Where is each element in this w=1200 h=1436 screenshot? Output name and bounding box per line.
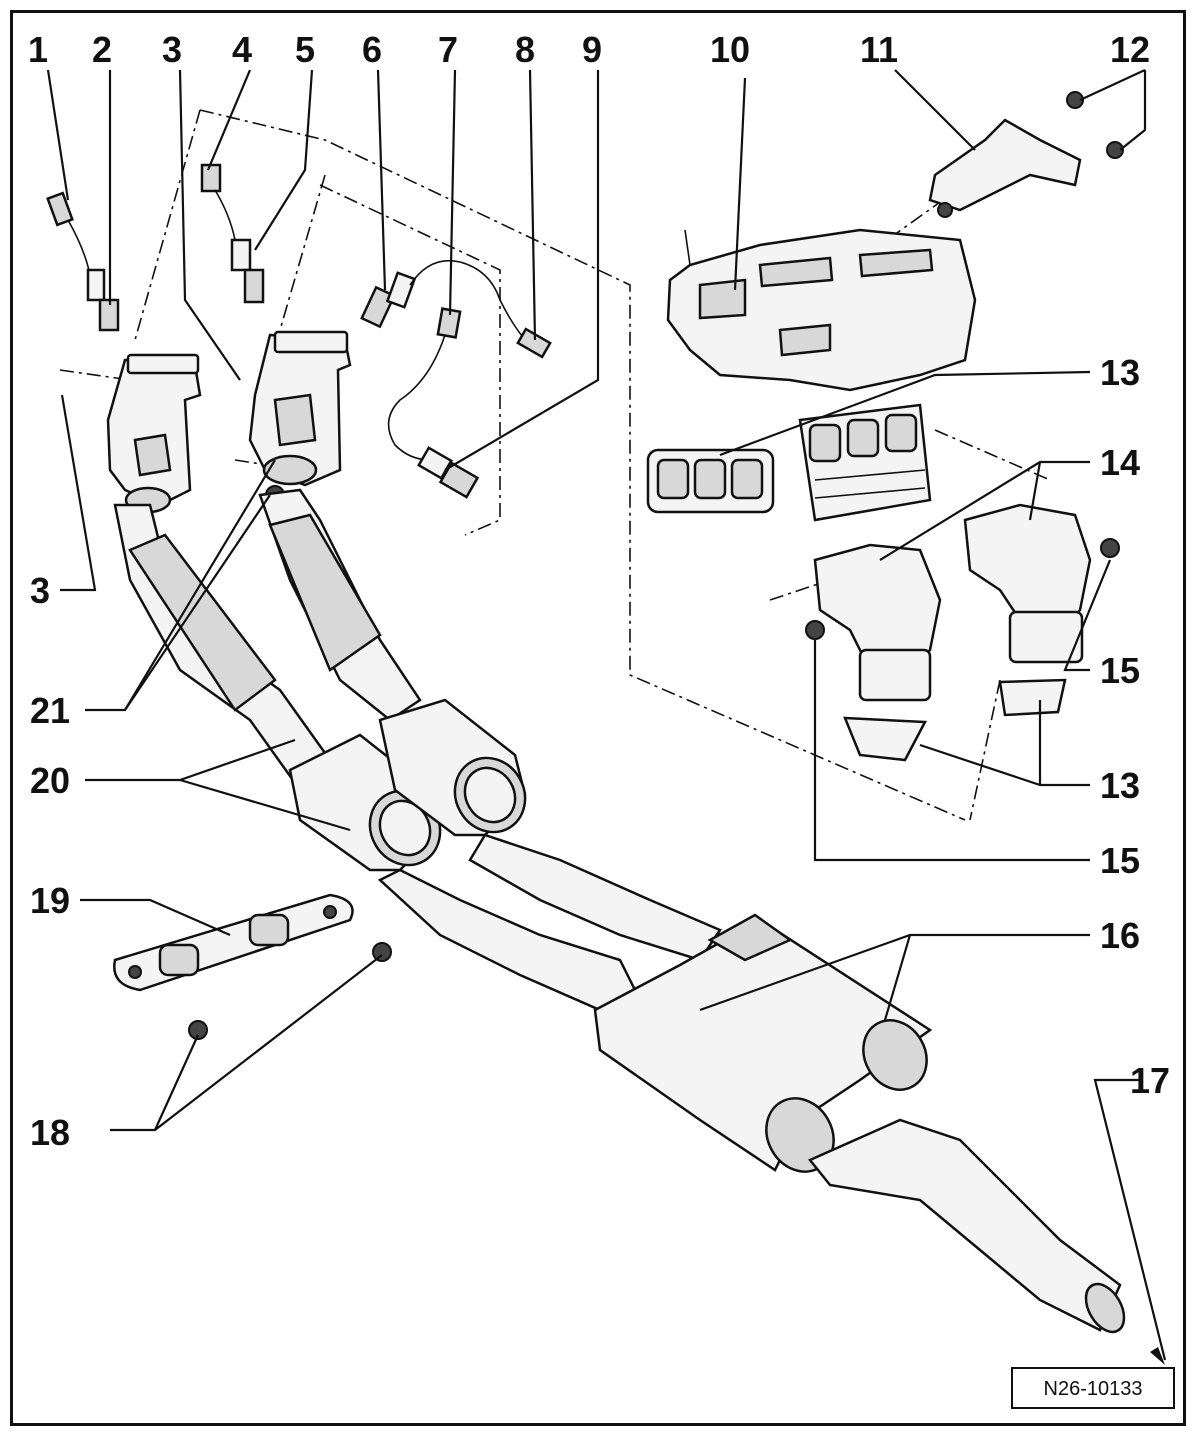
callout-3-top: 3 bbox=[162, 29, 182, 70]
heat-shield bbox=[666, 228, 977, 392]
figure-reference-box: N26-10133 bbox=[1011, 1367, 1175, 1409]
oxygen-sensor-right-front bbox=[200, 163, 265, 304]
leader-lines bbox=[46, 69, 1167, 1365]
oxygen-sensor-rear-upper bbox=[360, 260, 552, 359]
figure-reference-label: N26-10133 bbox=[1044, 1378, 1143, 1400]
callout-19: 19 bbox=[30, 880, 70, 921]
callout-17: 17 bbox=[1130, 1060, 1170, 1101]
front-pipe-right bbox=[258, 488, 422, 722]
manifold-gasket-right bbox=[798, 403, 932, 522]
callout-12: 12 bbox=[1110, 29, 1150, 70]
oxygen-sensor-left-front bbox=[46, 191, 120, 332]
callout-6: 6 bbox=[362, 29, 382, 70]
callout-18: 18 bbox=[30, 1112, 70, 1153]
callout-5: 5 bbox=[295, 29, 315, 70]
callout-2: 2 bbox=[92, 29, 112, 70]
callout-7: 7 bbox=[438, 29, 458, 70]
callout-14: 14 bbox=[1100, 442, 1140, 483]
callout-21: 21 bbox=[30, 690, 70, 731]
callout-13-upper: 13 bbox=[1100, 352, 1140, 393]
callout-11: 11 bbox=[860, 29, 898, 70]
tail-pipe bbox=[808, 1118, 1126, 1334]
exhaust-manifold-left bbox=[805, 543, 942, 702]
rear-silencer bbox=[593, 913, 933, 1173]
callout-3-left: 3 bbox=[30, 570, 50, 611]
oxygen-sensor-rear-lower bbox=[387, 307, 480, 499]
catalytic-converter-left bbox=[106, 353, 202, 514]
exhaust-manifold-right bbox=[963, 503, 1120, 664]
callout-15-upper: 15 bbox=[1100, 650, 1140, 691]
center-silencer-right bbox=[378, 698, 527, 837]
callout-13-lower: 13 bbox=[1100, 765, 1140, 806]
flange-gaskets bbox=[843, 678, 1067, 762]
callout-8: 8 bbox=[515, 29, 535, 70]
catalytic-converter-right bbox=[248, 330, 352, 505]
heat-shield-bracket bbox=[928, 91, 1124, 218]
callout-15-lower: 15 bbox=[1100, 840, 1140, 881]
callout-1: 1 bbox=[28, 29, 48, 70]
bracket-bolts bbox=[188, 942, 392, 1040]
callout-16: 16 bbox=[1100, 915, 1140, 956]
callout-20: 20 bbox=[30, 760, 70, 801]
callout-9: 9 bbox=[582, 29, 602, 70]
mounting-bracket bbox=[113, 893, 354, 992]
manifold-gasket-left bbox=[646, 448, 775, 514]
callout-10: 10 bbox=[710, 29, 750, 70]
callout-numbers: 1 2 3 4 5 6 7 8 9 10 11 12 13 14 15 13 1… bbox=[28, 29, 1170, 1153]
callout-4: 4 bbox=[232, 29, 252, 70]
